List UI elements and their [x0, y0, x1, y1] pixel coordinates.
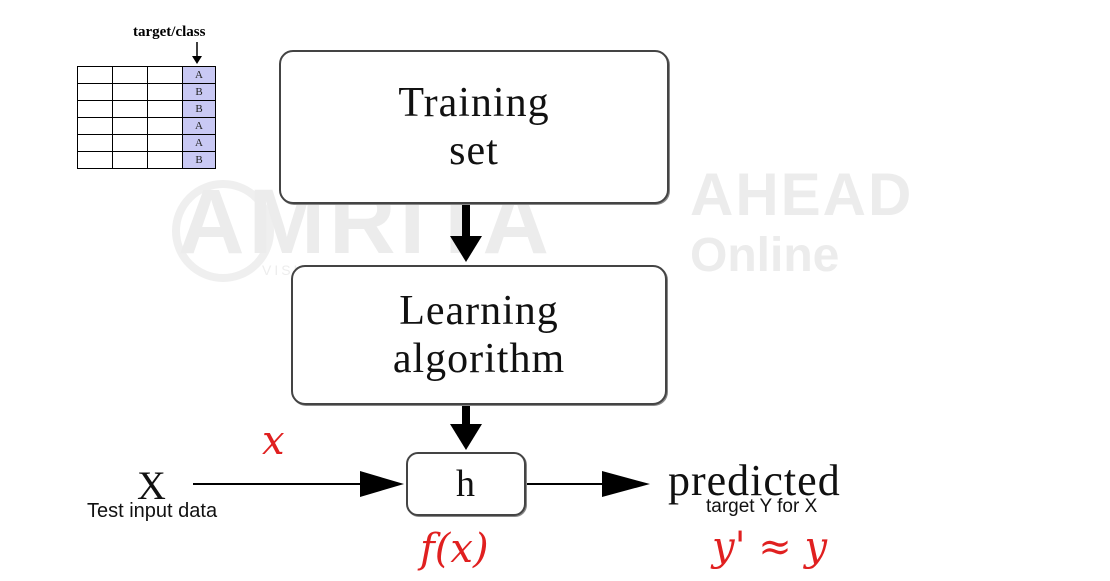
table-row: A: [77, 117, 216, 135]
watermark-online: Online: [690, 229, 840, 282]
training-set-line1: Training: [398, 80, 550, 126]
test-input-caption: Test input data: [87, 500, 218, 522]
arrowhead-x-to-h: [360, 471, 404, 497]
annotation-y-approx: y' ≈ y: [712, 524, 828, 570]
watermark-side: AHEAD: [690, 161, 914, 228]
predicted-label: predicted: [668, 456, 841, 505]
table-row: B: [77, 100, 216, 118]
watermark-seal: [172, 180, 274, 282]
annotation-fx: f(x): [420, 526, 489, 572]
table-row: B: [77, 83, 216, 101]
table-row: A: [77, 66, 216, 84]
target-cell: B: [182, 100, 216, 118]
target-cell: B: [182, 83, 216, 101]
target-cell: B: [182, 151, 216, 169]
target-class-label: target/class: [133, 24, 206, 40]
target-cell: A: [182, 66, 216, 84]
annotation-x: x: [262, 418, 285, 464]
training-set-line2: set: [449, 128, 499, 174]
arrowhead-h-to-predicted: [602, 471, 650, 497]
target-pointer-arrow: [192, 42, 202, 64]
arrowhead-learning-to-h: [450, 424, 482, 450]
target-cell: A: [182, 117, 216, 135]
learning-algorithm-box: Learning algorithm: [291, 265, 667, 405]
predicted-caption: target Y for X: [706, 496, 818, 517]
hypothesis-label: h: [456, 463, 476, 505]
arrowhead-training-to-learning: [450, 236, 482, 262]
training-set-box: Training set: [279, 50, 669, 204]
hypothesis-box: h: [406, 452, 526, 516]
learning-algorithm-line2: algorithm: [392, 336, 566, 382]
table-row: B: [77, 151, 216, 169]
target-cell: A: [182, 134, 216, 152]
input-x-label: X: [137, 463, 166, 508]
table-row: A: [77, 134, 216, 152]
training-data-table: A B B A A B: [77, 66, 216, 169]
learning-algorithm-line1: Learning: [399, 288, 559, 334]
